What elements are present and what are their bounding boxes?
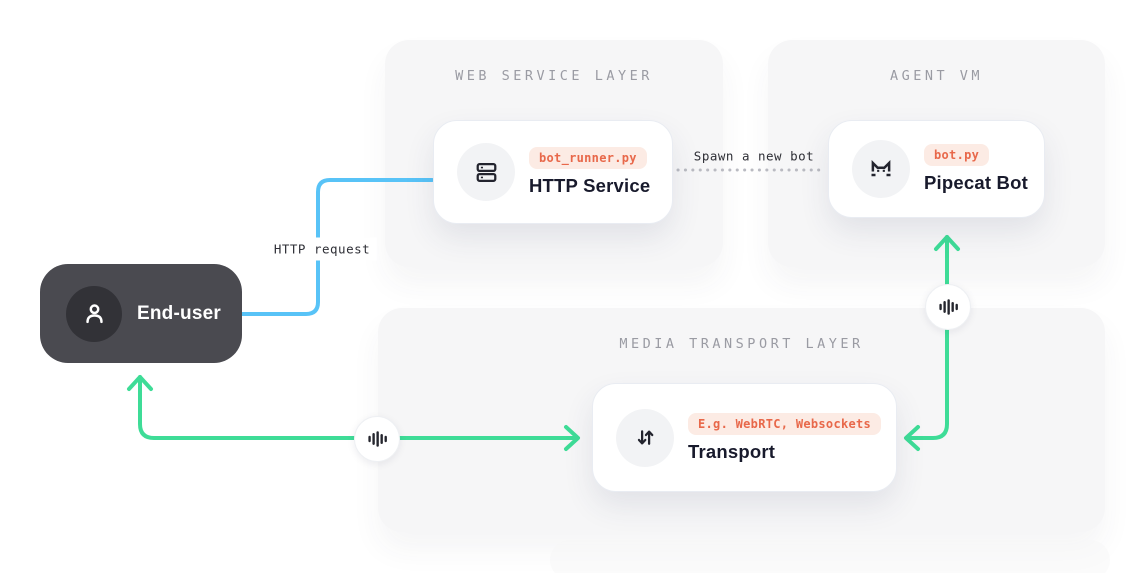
arrowhead-up-icon	[127, 375, 153, 391]
panel-title-media-transport-layer: MEDIA TRANSPORT LAYER	[619, 336, 864, 352]
waveform-icon	[354, 416, 400, 462]
node-title: Transport	[688, 440, 776, 462]
background-shape	[550, 540, 1110, 573]
end-user-label: End-user	[137, 302, 221, 324]
end-user-node: End-user	[40, 264, 242, 363]
person-icon	[66, 285, 122, 342]
edge-label-http-request: HTTP request	[266, 237, 378, 261]
edge-label-spawn-a-new-bot: Spawn a new bot	[693, 148, 815, 164]
node-title: Pipecat Bot	[924, 172, 1028, 193]
protocol-badge: E.g. WebRTC, Websockets	[688, 412, 882, 435]
server-icon	[457, 143, 515, 201]
node-title: HTTP Service	[529, 175, 651, 196]
file-badge: bot.py	[924, 144, 990, 166]
cat-icon	[852, 140, 910, 198]
panel-title-web-service-layer: WEB SERVICE LAYER	[455, 68, 653, 84]
waveform-icon	[925, 284, 971, 330]
transport-card: E.g. WebRTC, Websockets Transport	[592, 383, 897, 492]
pipecat-bot-card: bot.py Pipecat Bot	[828, 120, 1045, 218]
file-badge: bot_runner.py	[529, 147, 647, 169]
transfer-arrows-icon	[616, 408, 674, 467]
panel-title-agent-vm: AGENT VM	[889, 68, 984, 84]
http-service-card: bot_runner.py HTTP Service	[433, 120, 673, 224]
